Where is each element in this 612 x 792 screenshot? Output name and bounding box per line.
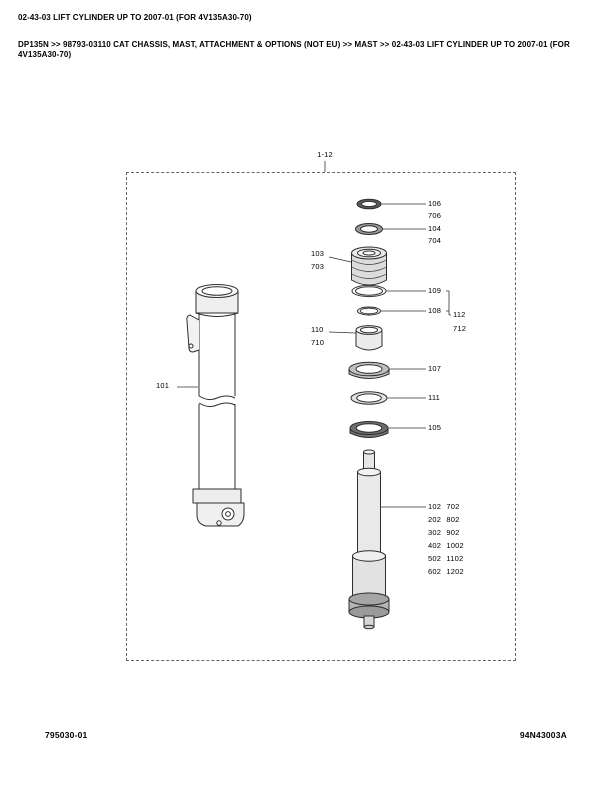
part-105-seal — [349, 421, 389, 438]
part-103-piston-head — [351, 246, 387, 286]
callout-107: 107 — [428, 364, 442, 373]
callout-101: 101 — [156, 381, 170, 390]
doc-number-left: 795030-01 — [45, 730, 88, 740]
page-title: 02-43-03 LIFT CYLINDER UP TO 2007-01 (FO… — [18, 13, 252, 22]
rod-label-row: 302 902 — [428, 528, 460, 537]
piston-rod-drawing — [348, 449, 390, 630]
rod-label-row: 402 1002 — [428, 541, 464, 550]
callout-704: 704 — [428, 236, 442, 245]
part-107-seal — [348, 361, 390, 379]
callout-712: 712 — [453, 324, 467, 333]
callout-106: 106 — [428, 199, 442, 208]
figure-dashed-border — [126, 172, 516, 661]
callout-103: 103 — [311, 249, 325, 258]
callout-703: 703 — [311, 262, 325, 271]
callout-112: 112 — [453, 310, 466, 319]
figure-range-label: 1-12 — [317, 150, 333, 159]
part-111-ring — [350, 391, 388, 405]
part-108-ring — [357, 306, 381, 316]
callout-108: 108 — [428, 306, 442, 315]
rod-label-row: 502 1102 — [428, 554, 464, 563]
rod-label-row: 102 702 — [428, 502, 460, 511]
seal-stack-drawing — [348, 198, 390, 438]
leader-lines — [177, 161, 451, 508]
callout-rod-group: 102 702 202 802 302 902 402 1002 502 110… — [428, 500, 464, 578]
rod-label-row: 202 802 — [428, 515, 460, 524]
callout-105: 105 — [428, 423, 442, 432]
callout-109: 109 — [428, 286, 442, 295]
callout-706: 706 — [428, 211, 442, 220]
part-106-ring — [356, 198, 382, 210]
callout-110: 110 — [311, 325, 324, 334]
breadcrumb: DP135N >> 98793-03110 CAT CHASSIS, MAST,… — [18, 40, 570, 59]
callout-710: 710 — [311, 338, 325, 347]
part-104-seal — [355, 223, 383, 235]
cylinder-body-drawing — [186, 284, 245, 527]
callout-111: 111 — [428, 393, 441, 402]
doc-number-right: 94N43003A — [519, 730, 567, 740]
part-110-bushing — [355, 325, 383, 351]
rod-label-row: 602 1202 — [428, 567, 464, 576]
part-109-oring — [351, 284, 387, 298]
callout-104: 104 — [428, 224, 442, 233]
